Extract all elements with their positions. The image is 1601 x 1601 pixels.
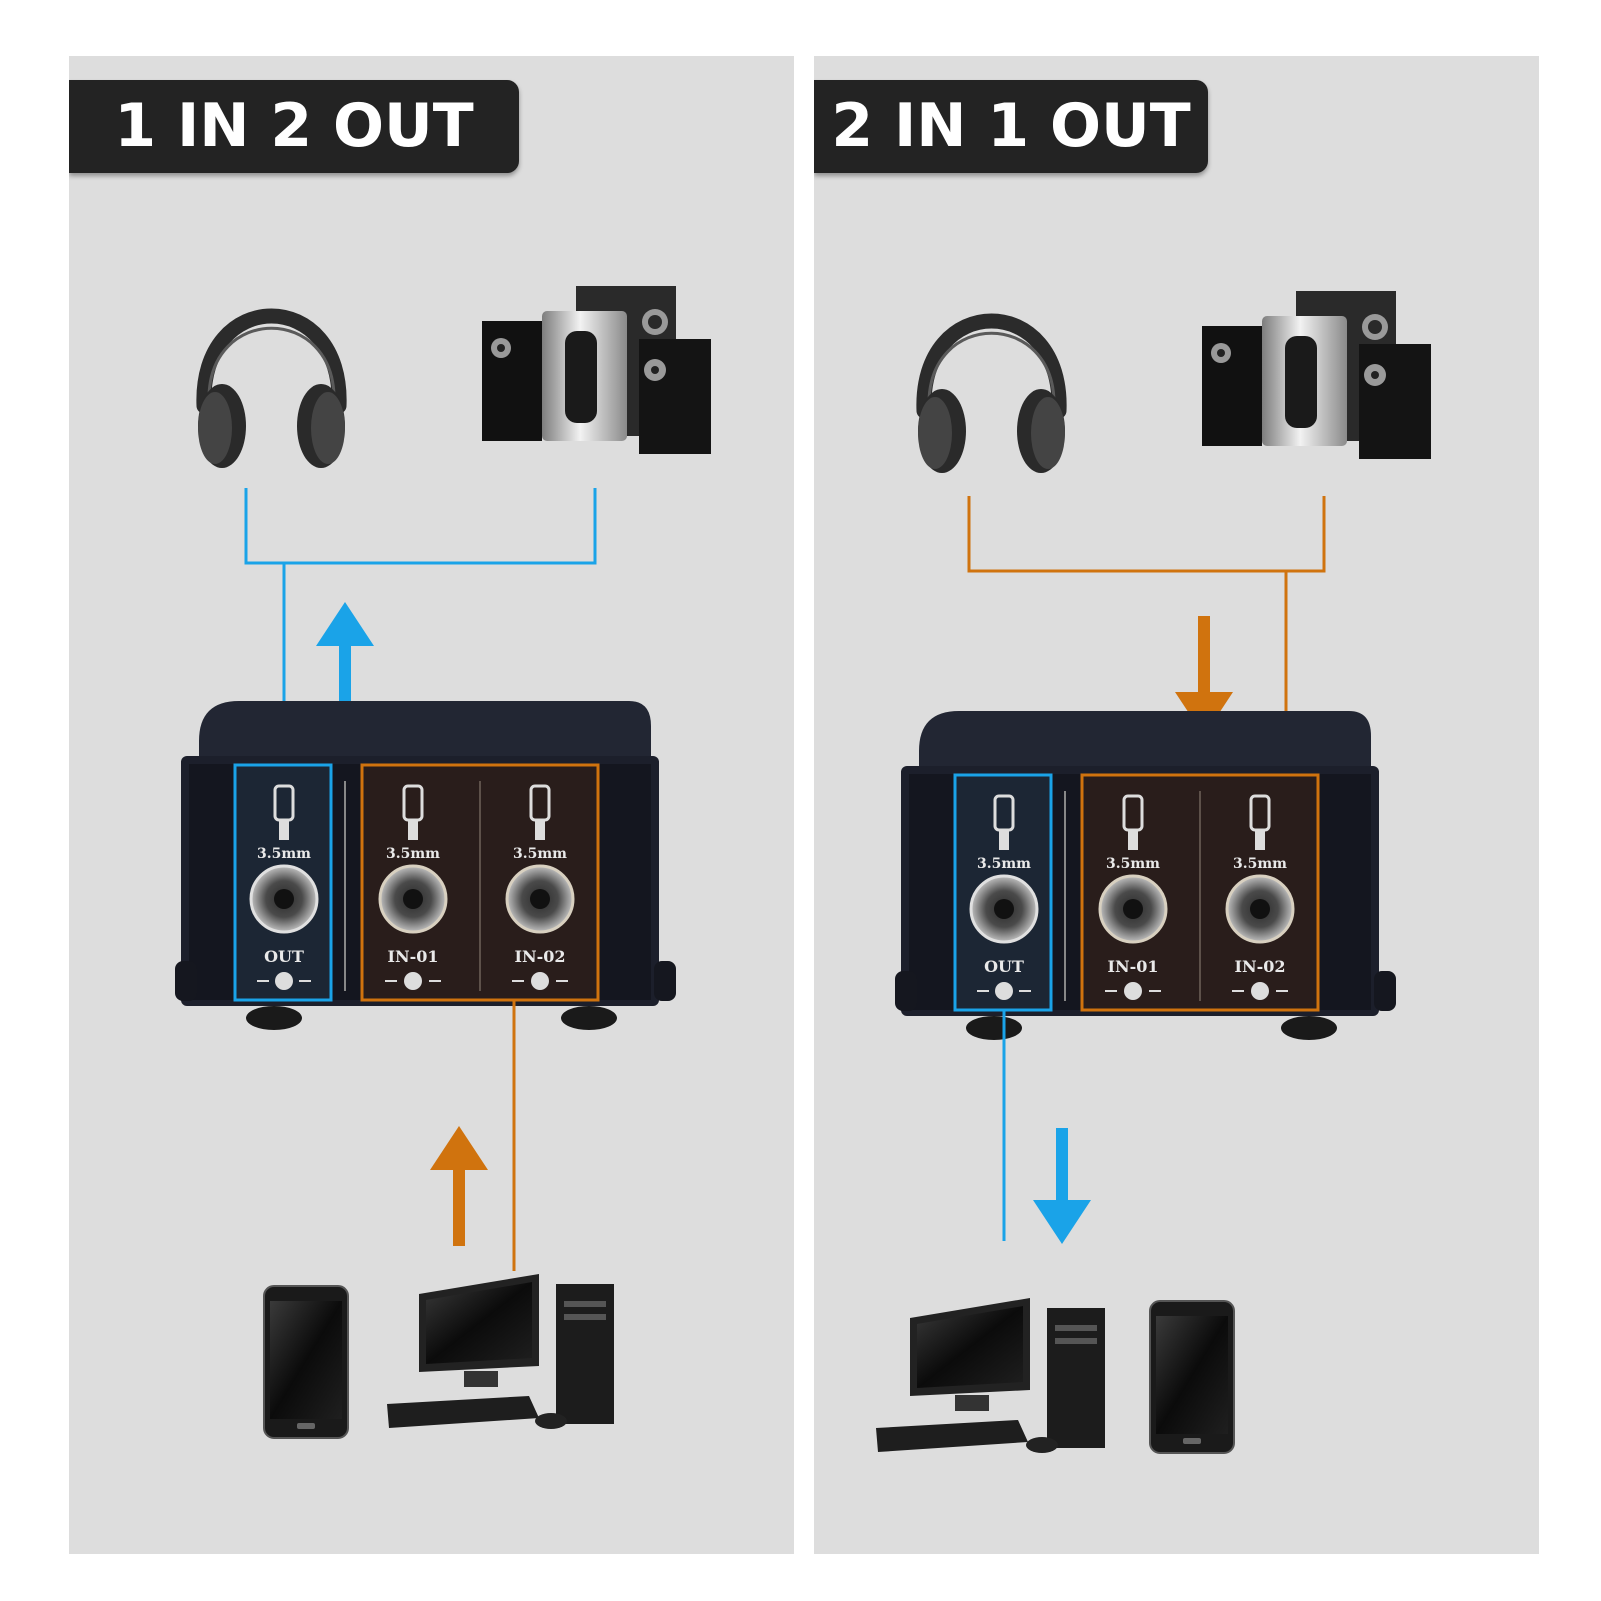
out-highlight-box: [233, 763, 333, 1002]
out-port-label: OUT: [984, 957, 1024, 976]
out-port: 3.5mm OUT: [235, 765, 331, 1000]
speakers-icon: [482, 286, 711, 454]
headphones-icon: [196, 308, 347, 468]
in-02-port-label: IN-02: [1234, 957, 1285, 976]
desktop-computer-icon: [387, 1274, 614, 1429]
out-size-label: 3.5mm: [257, 846, 311, 862]
panel-1-in-2-out: 1 IN 2 OUT: [69, 56, 794, 1554]
in-02-port: 3.5mm IN-02: [1225, 794, 1295, 1000]
speakers-icon: [1202, 291, 1431, 459]
smartphone-icon: [263, 1285, 349, 1439]
in-01-size-label: 3.5mm: [386, 846, 440, 862]
audio-switch-box: 3.5mm OUT 3.5mm IN-01: [175, 701, 676, 1030]
out-port-label: OUT: [264, 947, 304, 966]
panel-title: 2 IN 1 OUT: [831, 91, 1191, 161]
out-port: 3.5mm OUT: [955, 775, 1051, 1010]
headphones-icon: [916, 313, 1067, 473]
panel-2-in-1-out: 2 IN 1 OUT: [814, 56, 1539, 1554]
in-01-port-label: IN-01: [1107, 957, 1158, 976]
panel-title: 1 IN 2 OUT: [114, 91, 474, 161]
in-02-port-label: IN-02: [514, 947, 565, 966]
desktop-computer-icon: [876, 1298, 1105, 1453]
panel-title-bar: 2 IN 1 OUT: [814, 80, 1208, 173]
diagram-scene: 3.5mm OUT 3.5mm IN-01: [876, 291, 1431, 1454]
in-01-port: 3.5mm IN-01: [1082, 775, 1318, 1010]
panel-title-bar: 1 IN 2 OUT: [69, 80, 519, 173]
in-highlight-box: [360, 763, 600, 1002]
in-01-size-label: 3.5mm: [1106, 856, 1160, 872]
diagram-scene: 3.5mm OUT 3.5mm IN-01: [175, 286, 711, 1439]
in-01-port-label: IN-01: [387, 947, 438, 966]
in-02-port: 3.5mm IN-02: [505, 784, 575, 990]
in-02-size-label: 3.5mm: [513, 846, 567, 862]
out-size-label: 3.5mm: [977, 856, 1031, 872]
input-arrow-up: [430, 1126, 488, 1246]
in-highlight-box: [1080, 773, 1320, 1012]
audio-switch-box: 3.5mm OUT 3.5mm IN-01: [895, 711, 1396, 1040]
output-arrow-down: [1033, 1128, 1091, 1244]
in-02-size-label: 3.5mm: [1233, 856, 1287, 872]
smartphone-icon: [1149, 1300, 1235, 1454]
